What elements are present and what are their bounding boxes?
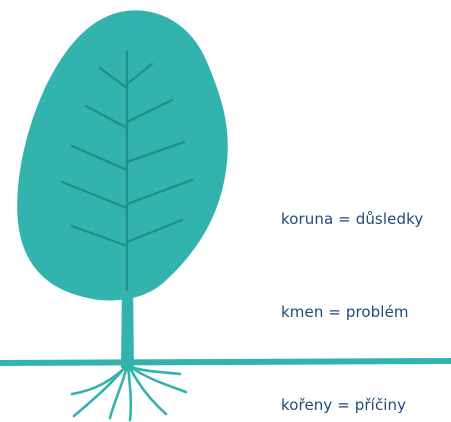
tree-crown [17, 10, 228, 300]
label-roots-causes: kořeny = příčiny [281, 396, 406, 414]
label-crown-consequences: koruna = důsledky [281, 210, 423, 228]
label-trunk-problem: kmen = problém [281, 303, 409, 321]
root [128, 366, 131, 420]
ground-line [0, 358, 451, 366]
tree-trunk [121, 282, 134, 368]
tree-roots [72, 366, 186, 420]
